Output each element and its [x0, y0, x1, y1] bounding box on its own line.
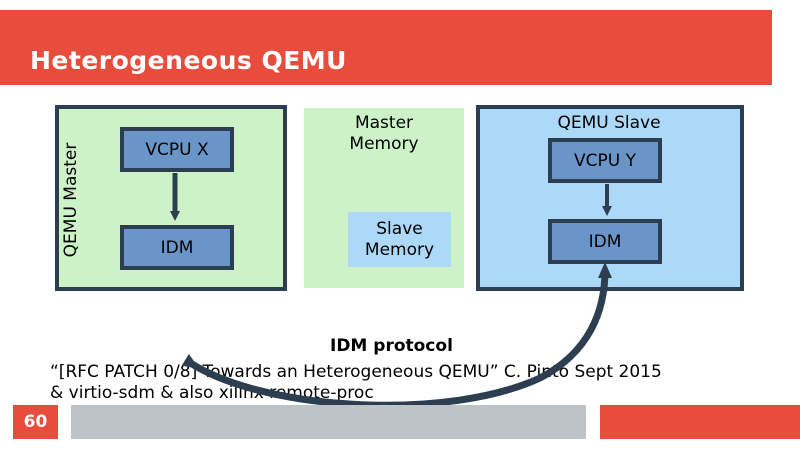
title-bar	[0, 10, 772, 85]
page-number-badge: 60	[13, 405, 58, 439]
master-memory-label: Master Memory	[324, 113, 444, 155]
slide-title: Heterogeneous QEMU	[30, 46, 347, 75]
idm-master-box: IDM	[120, 225, 234, 270]
slave-memory-line2: Memory	[364, 239, 435, 260]
footer-red-bar	[600, 405, 800, 439]
idm-protocol-curve-arrow	[181, 262, 612, 409]
footer-gray-bar	[71, 405, 586, 439]
master-memory-label-line2: Memory	[349, 134, 419, 154]
vcpu-x-box: VCPU X	[120, 127, 234, 172]
slave-memory-line1: Slave	[376, 218, 423, 239]
master-memory-label-line1: Master	[354, 113, 414, 133]
qemu-slave-label: QEMU Slave	[557, 113, 661, 133]
idm-slave-box: IDM	[548, 219, 662, 264]
vcpu-y-box: VCPU Y	[548, 138, 662, 183]
slave-memory-box: Slave Memory	[348, 212, 451, 267]
